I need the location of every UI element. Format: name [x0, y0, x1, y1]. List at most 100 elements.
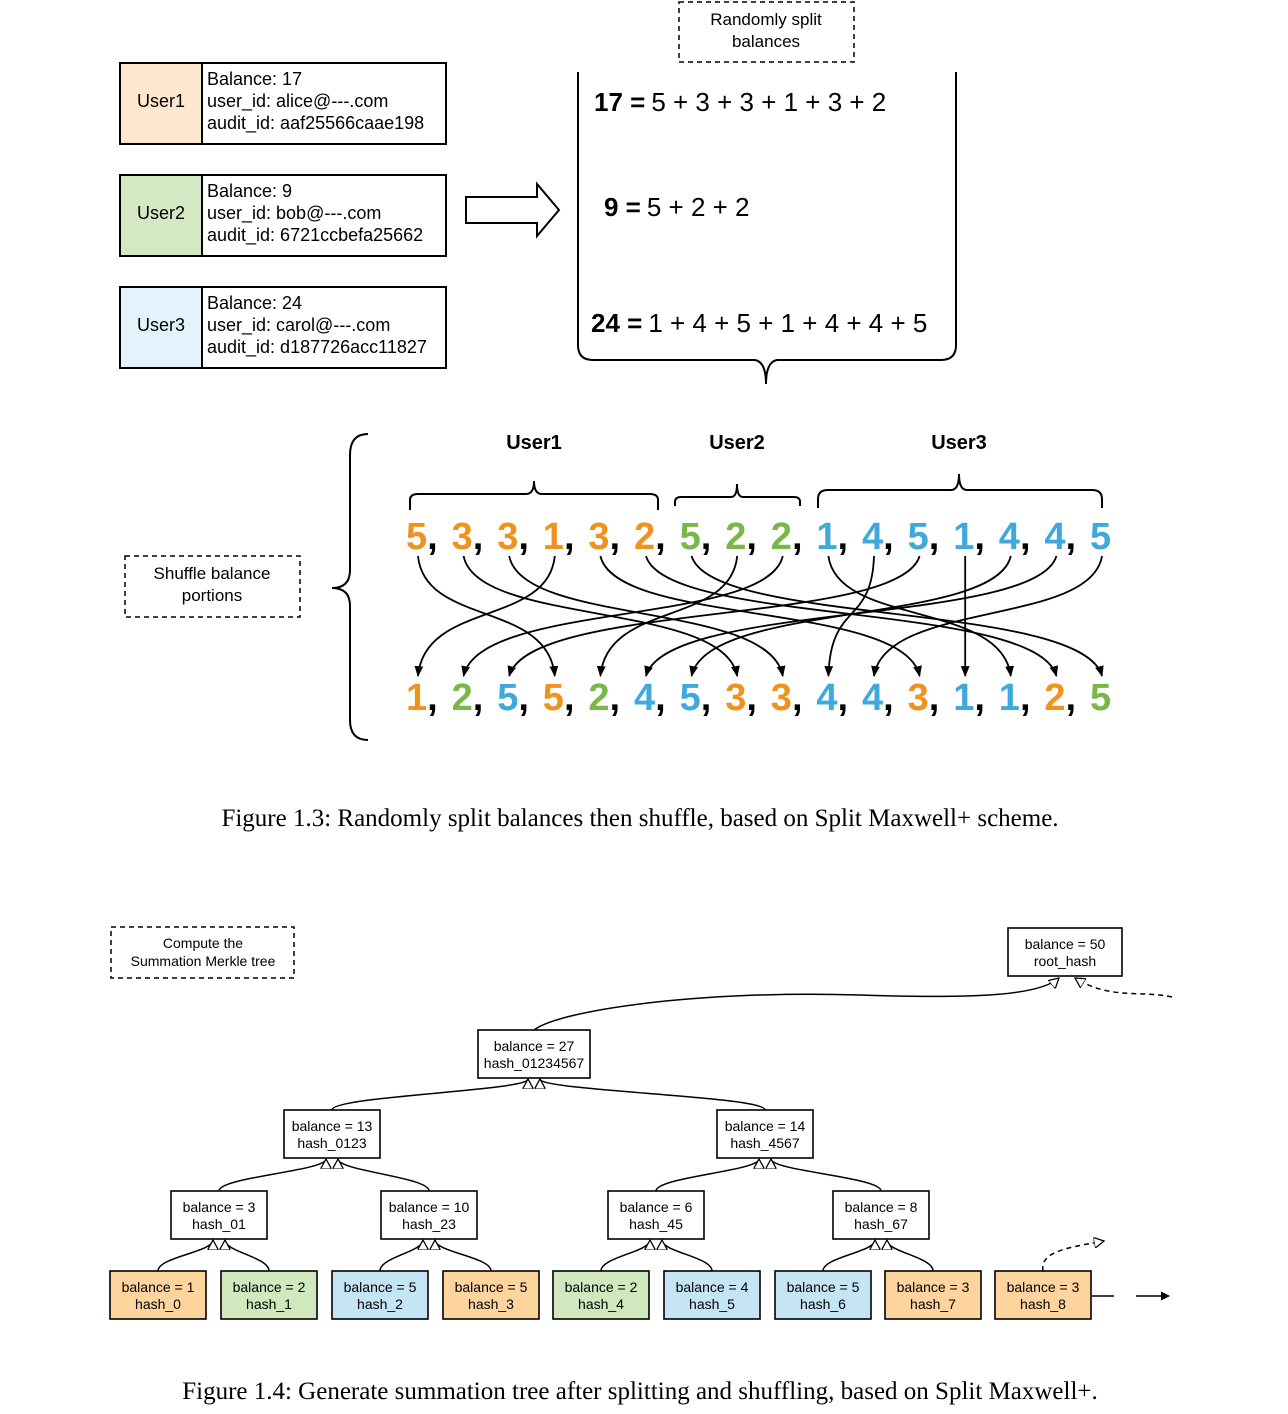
shuffled-portion-comma: ,: [974, 677, 985, 719]
shuffled-portion-comma: ,: [883, 677, 894, 719]
edge-leaf-7: [887, 1240, 934, 1272]
edge-leaf-4: [600, 1240, 650, 1272]
user3-audit-id: audit_id: d187726acc11827: [207, 337, 427, 358]
portion-comma: ,: [1066, 516, 1077, 558]
shuffled-portion-comma: ,: [746, 677, 757, 719]
portion-comma: ,: [564, 516, 575, 558]
edge-l1-1: [338, 1159, 430, 1192]
portion-comma: ,: [701, 516, 712, 558]
shuffle-arrow-0: [417, 555, 559, 678]
portion-8: 2: [771, 516, 792, 558]
portion-comma: ,: [473, 516, 484, 558]
edge-leaf-3: [435, 1240, 492, 1272]
edge-l1-3: [771, 1159, 882, 1192]
shuffled-portion-0: 1: [406, 677, 427, 719]
portion-comma: ,: [427, 516, 438, 558]
level2-node-0-balance: balance = 13: [292, 1118, 373, 1134]
shuffled-portion-comma: ,: [929, 677, 940, 719]
shuffle-arrow-9: [827, 555, 1014, 678]
shuffle-arrow-6: [690, 555, 1104, 678]
portion-3: 1: [543, 516, 564, 558]
shuffle-arrow-7: [596, 555, 739, 678]
equation-user1: 17 =5 + 3 + 3 + 1 + 3 + 2: [594, 87, 886, 117]
portion-9: 1: [816, 516, 837, 558]
leaf-node-8-hash: hash_8: [1020, 1296, 1066, 1312]
shuffled-portion-9: 4: [816, 677, 837, 719]
merkle-note: Compute the Summation Merkle tree: [110, 926, 295, 979]
user2-audit-id: audit_id: 6721ccbefa25662: [207, 225, 423, 246]
shuffled-portion-14: 2: [1044, 677, 1065, 719]
user-record-3: User3 Balance: 24 user_id: carol@---.com…: [119, 286, 447, 369]
leaf-node-3-balance: balance = 5: [455, 1279, 528, 1295]
user1-balance: Balance: 17: [207, 69, 302, 89]
leaf-node-0-hash: hash_0: [135, 1296, 181, 1312]
figure-1-3-caption: Figure 1.3: Randomly split balances then…: [221, 805, 1058, 832]
merkle-note-line2: Summation Merkle tree: [131, 953, 276, 969]
shuffled-portion-12: 1: [953, 677, 974, 719]
shuffled-portion-8: 3: [771, 677, 792, 719]
shuffle-arrow-8: [461, 555, 784, 678]
shuffle-arrow-11: [507, 555, 921, 678]
level1-node-2-balance: balance = 6: [620, 1199, 693, 1215]
edge-l2-0: [331, 1079, 528, 1111]
figure-1-4-caption: Figure 1.4: Generate summation tree afte…: [182, 1378, 1098, 1405]
split-note: Randomly split balances: [678, 1, 855, 63]
leaf-node-2-balance: balance = 5: [344, 1279, 417, 1295]
equation-user2: 9 =5 + 2 + 2: [604, 192, 750, 222]
portion-1: 3: [452, 516, 473, 558]
leaf-node-2-hash: hash_2: [357, 1296, 403, 1312]
leaf-node-0-balance: balance = 1: [122, 1279, 195, 1295]
shuffled-portion-comma: ,: [427, 677, 438, 719]
shuffle-arrow-4: [599, 555, 922, 678]
shuffled-portion-comma: ,: [473, 677, 484, 719]
equation-user3: 24 =1 + 4 + 5 + 1 + 4 + 4 + 5: [591, 308, 927, 338]
leaf-node-8-balance: balance = 3: [1007, 1279, 1080, 1295]
equations-bracket: [577, 72, 957, 385]
leaf-node-1-balance: balance = 2: [233, 1279, 306, 1295]
user2-label-cell: [119, 174, 203, 257]
level1-node-1-balance: balance = 10: [389, 1199, 470, 1215]
shuffled-portion-13: 1: [999, 677, 1020, 719]
user3-label-cell: [119, 286, 203, 369]
shuffle-arrow-2: [508, 555, 786, 678]
shuffle-note-line1: Shuffle balance: [154, 564, 271, 583]
shuffle-arrows: [414, 555, 1104, 678]
user3-label: User3: [137, 315, 185, 335]
edge-leaf-1: [225, 1240, 270, 1272]
portion-11: 5: [908, 516, 929, 558]
shuffled-portion-comma: ,: [655, 677, 666, 719]
level2-node-1-balance: balance = 14: [725, 1118, 806, 1134]
portion-comma: ,: [929, 516, 940, 558]
split-portions-sequence: 5,3,3,1,3,2,5,2,2,1,4,5,1,4,4,5: [406, 516, 1111, 558]
portion-comma: ,: [883, 516, 894, 558]
shuffled-portion-comma: ,: [792, 677, 803, 719]
portion-5: 2: [634, 516, 655, 558]
portion-15: 5: [1090, 516, 1111, 558]
level1-node-3-hash: hash_67: [854, 1216, 908, 1232]
user-record-2: User2 Balance: 9 user_id: bob@---.com au…: [119, 174, 447, 257]
shuffle-arrow-15: [871, 555, 1103, 678]
level3-node-hash: hash_01234567: [484, 1055, 585, 1071]
portion-comma: ,: [1020, 516, 1031, 558]
level1-node-2-hash: hash_45: [629, 1216, 683, 1232]
shuffled-portion-comma: ,: [701, 677, 712, 719]
portion-14: 4: [1044, 516, 1065, 558]
level2-node-0-hash: hash_0123: [297, 1135, 367, 1151]
shuffled-portion-10: 4: [862, 677, 883, 719]
level1-node-3-balance: balance = 8: [845, 1199, 918, 1215]
edge-l1-2: [655, 1159, 759, 1192]
user3-balance: Balance: 24: [207, 293, 302, 313]
edge-l3-root: [533, 978, 1059, 1031]
